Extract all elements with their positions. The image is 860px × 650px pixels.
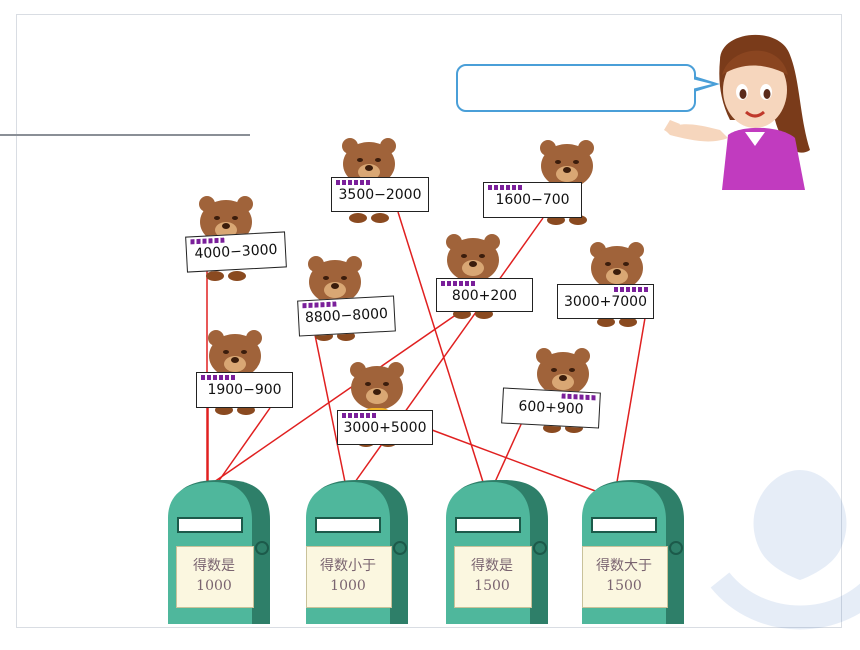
stamp-marks [342,413,376,418]
stamp-marks [201,375,235,380]
stamp-marks [488,185,522,190]
mailbox-label-2: 得数小于 1000 [308,556,388,596]
card-label: 1600−700 [495,192,570,208]
card-3000-5000[interactable]: 3000+5000 [337,410,433,445]
slide-frame [16,14,842,628]
mailbox-label-4: 得数大于 1500 [584,556,664,596]
mailbox-label-line2: 1000 [330,578,366,594]
divider-line [0,134,250,136]
card-600-900[interactable]: 600+900 [501,387,601,429]
stamp-marks [561,393,596,401]
mailbox-label-line2: 1000 [196,578,232,594]
stamp-marks [336,180,370,185]
card-label: 600+900 [518,398,584,418]
line-3500-2000 [397,211,484,483]
mailbox-label-line1: 得数小于 [320,558,376,574]
card-label: 800+200 [451,288,518,304]
teacher-icon [664,34,810,190]
stamp-marks [302,301,337,309]
speech-bubble [456,64,696,112]
mailbox-note-1 [176,546,254,608]
card-8800-8000[interactable]: 8800−8000 [297,295,396,337]
mailbox-note-3 [454,546,532,608]
mailbox-label-line2: 1500 [606,578,642,594]
mailbox-label-line1: 得数是 [193,558,235,574]
card-3000-7000[interactable]: 3000+7000 [557,284,654,319]
card-3500-2000[interactable]: 3500−2000 [331,177,429,212]
card-label: 3000+5000 [343,420,427,436]
mailbox-label-1: 得数是 1000 [174,556,254,596]
mailbox-label-line1: 得数是 [471,558,513,574]
speech-tail-inner [692,79,712,89]
card-label: 3500−2000 [338,187,422,203]
card-label: 8800−8000 [304,305,389,327]
card-4000-3000[interactable]: 4000−3000 [185,231,287,273]
line-800-200 [213,311,461,483]
watermark-logo-icon [710,470,860,630]
line-3000-5000 [431,429,599,493]
card-1600-700[interactable]: 1600−700 [483,182,582,218]
line-8800-8000 [314,334,346,483]
card-800-200[interactable]: 800+200 [436,278,533,312]
stamp-marks [614,287,648,292]
mailbox-note-4 [582,546,668,608]
mailbox-label-line1: 得数大于 [596,558,652,574]
stamp-marks [441,281,475,286]
stamp-marks [190,237,225,245]
mailbox-note-2 [306,546,392,608]
line-600-900 [494,419,524,483]
line-3000-7000 [616,317,646,483]
mailbox-label-line2: 1500 [474,578,510,594]
card-label: 3000+7000 [564,294,647,310]
card-1900-900[interactable]: 1900−900 [196,372,293,408]
card-label: 4000−3000 [194,241,278,263]
line-1900-900-b [217,407,271,483]
card-label: 1900−900 [207,382,282,398]
mailbox-label-3: 得数是 1500 [452,556,532,596]
